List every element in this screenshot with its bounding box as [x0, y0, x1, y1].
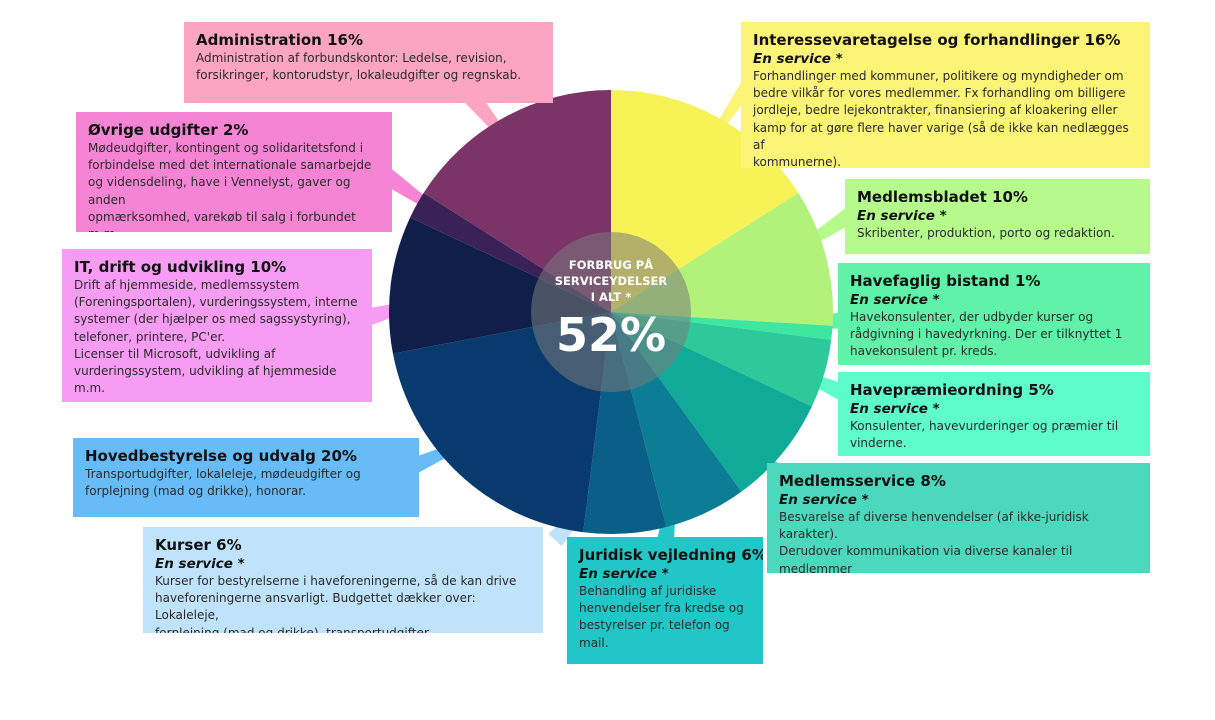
label-box-kurser: Kurser 6% En service * Kurser for bestyr…	[143, 527, 543, 633]
label-box-medlemsservice: Medlemsservice 8% En service * Besvarels…	[767, 463, 1150, 573]
label-service: En service *	[753, 51, 843, 67]
label-description: Konsulenter, havevurderinger og præmier …	[850, 419, 1119, 451]
label-box-praemie: Havepræmieordning 5% En service * Konsul…	[838, 372, 1150, 456]
label-title: Havepræmieordning 5%	[850, 381, 1054, 399]
label-service: En service *	[579, 566, 669, 582]
label-box-ovrige: Øvrige udgifter 2% Mødeudgifter, konting…	[76, 112, 392, 232]
label-box-it: IT, drift og udvikling 10% Drift af hjem…	[62, 249, 372, 402]
center-summary: FORBRUG PÅ SERVICEYDELSER I ALT * 52%	[548, 257, 674, 361]
label-description: Havekonsulenter, der udbyder kurser og r…	[850, 310, 1123, 359]
label-service: En service *	[850, 401, 940, 417]
label-title: Hovedbestyrelse og udvalg 20%	[85, 447, 357, 465]
label-box-hovedbestyrelse: Hovedbestyrelse og udvalg 20% Transportu…	[73, 438, 419, 517]
label-description: Drift af hjemmeside, medlemssystem (Fore…	[74, 278, 358, 396]
label-service: En service *	[857, 208, 947, 224]
label-description: Behandling af juridiske henvendelser fra…	[579, 584, 744, 650]
label-title: Administration 16%	[196, 31, 363, 49]
pie-slice-kurser	[583, 312, 667, 534]
label-description: Mødeudgifter, kontingent og solidaritets…	[88, 141, 372, 232]
label-description: Transportudgifter, lokaleleje, mødeudgif…	[85, 467, 361, 499]
label-description: Skribenter, produktion, porto og redakti…	[857, 226, 1115, 240]
label-description: Administration af forbundskontor: Ledels…	[196, 51, 522, 83]
label-description: Kurser for bestyrelserne i haveforeninge…	[155, 574, 517, 633]
label-title: Havefaglig bistand 1%	[850, 272, 1041, 290]
label-title: Medlemsservice 8%	[779, 472, 946, 490]
label-box-havefaglig: Havefaglig bistand 1% En service * Havek…	[838, 263, 1150, 365]
label-box-blad: Medlemsbladet 10% En service * Skribente…	[845, 179, 1150, 254]
center-label: FORBRUG PÅ SERVICEYDELSER I ALT *	[554, 258, 668, 304]
center-circle	[531, 232, 691, 392]
label-title: Juridisk vejledning 6%	[579, 546, 763, 564]
label-title: Medlemsbladet 10%	[857, 188, 1028, 206]
label-box-administration: Administration 16% Administration af for…	[184, 22, 553, 103]
center-value: 52%	[555, 308, 667, 362]
label-title: Interessevaretagelse og forhandlinger 16…	[753, 31, 1121, 49]
label-service: En service *	[779, 492, 869, 508]
label-description: Besvarelse af diverse henvendelser (af i…	[779, 510, 1089, 573]
label-service: En service *	[155, 556, 245, 572]
label-title: Kurser 6%	[155, 536, 242, 554]
label-service: En service *	[850, 292, 940, 308]
label-title: IT, drift og udvikling 10%	[74, 258, 287, 276]
label-title: Øvrige udgifter 2%	[88, 121, 249, 139]
label-box-interesse: Interessevaretagelse og forhandlinger 16…	[741, 22, 1150, 168]
label-description: Forhandlinger med kommuner, politikere o…	[753, 69, 1129, 168]
label-box-juridisk: Juridisk vejledning 6% En service * Beha…	[567, 537, 763, 664]
